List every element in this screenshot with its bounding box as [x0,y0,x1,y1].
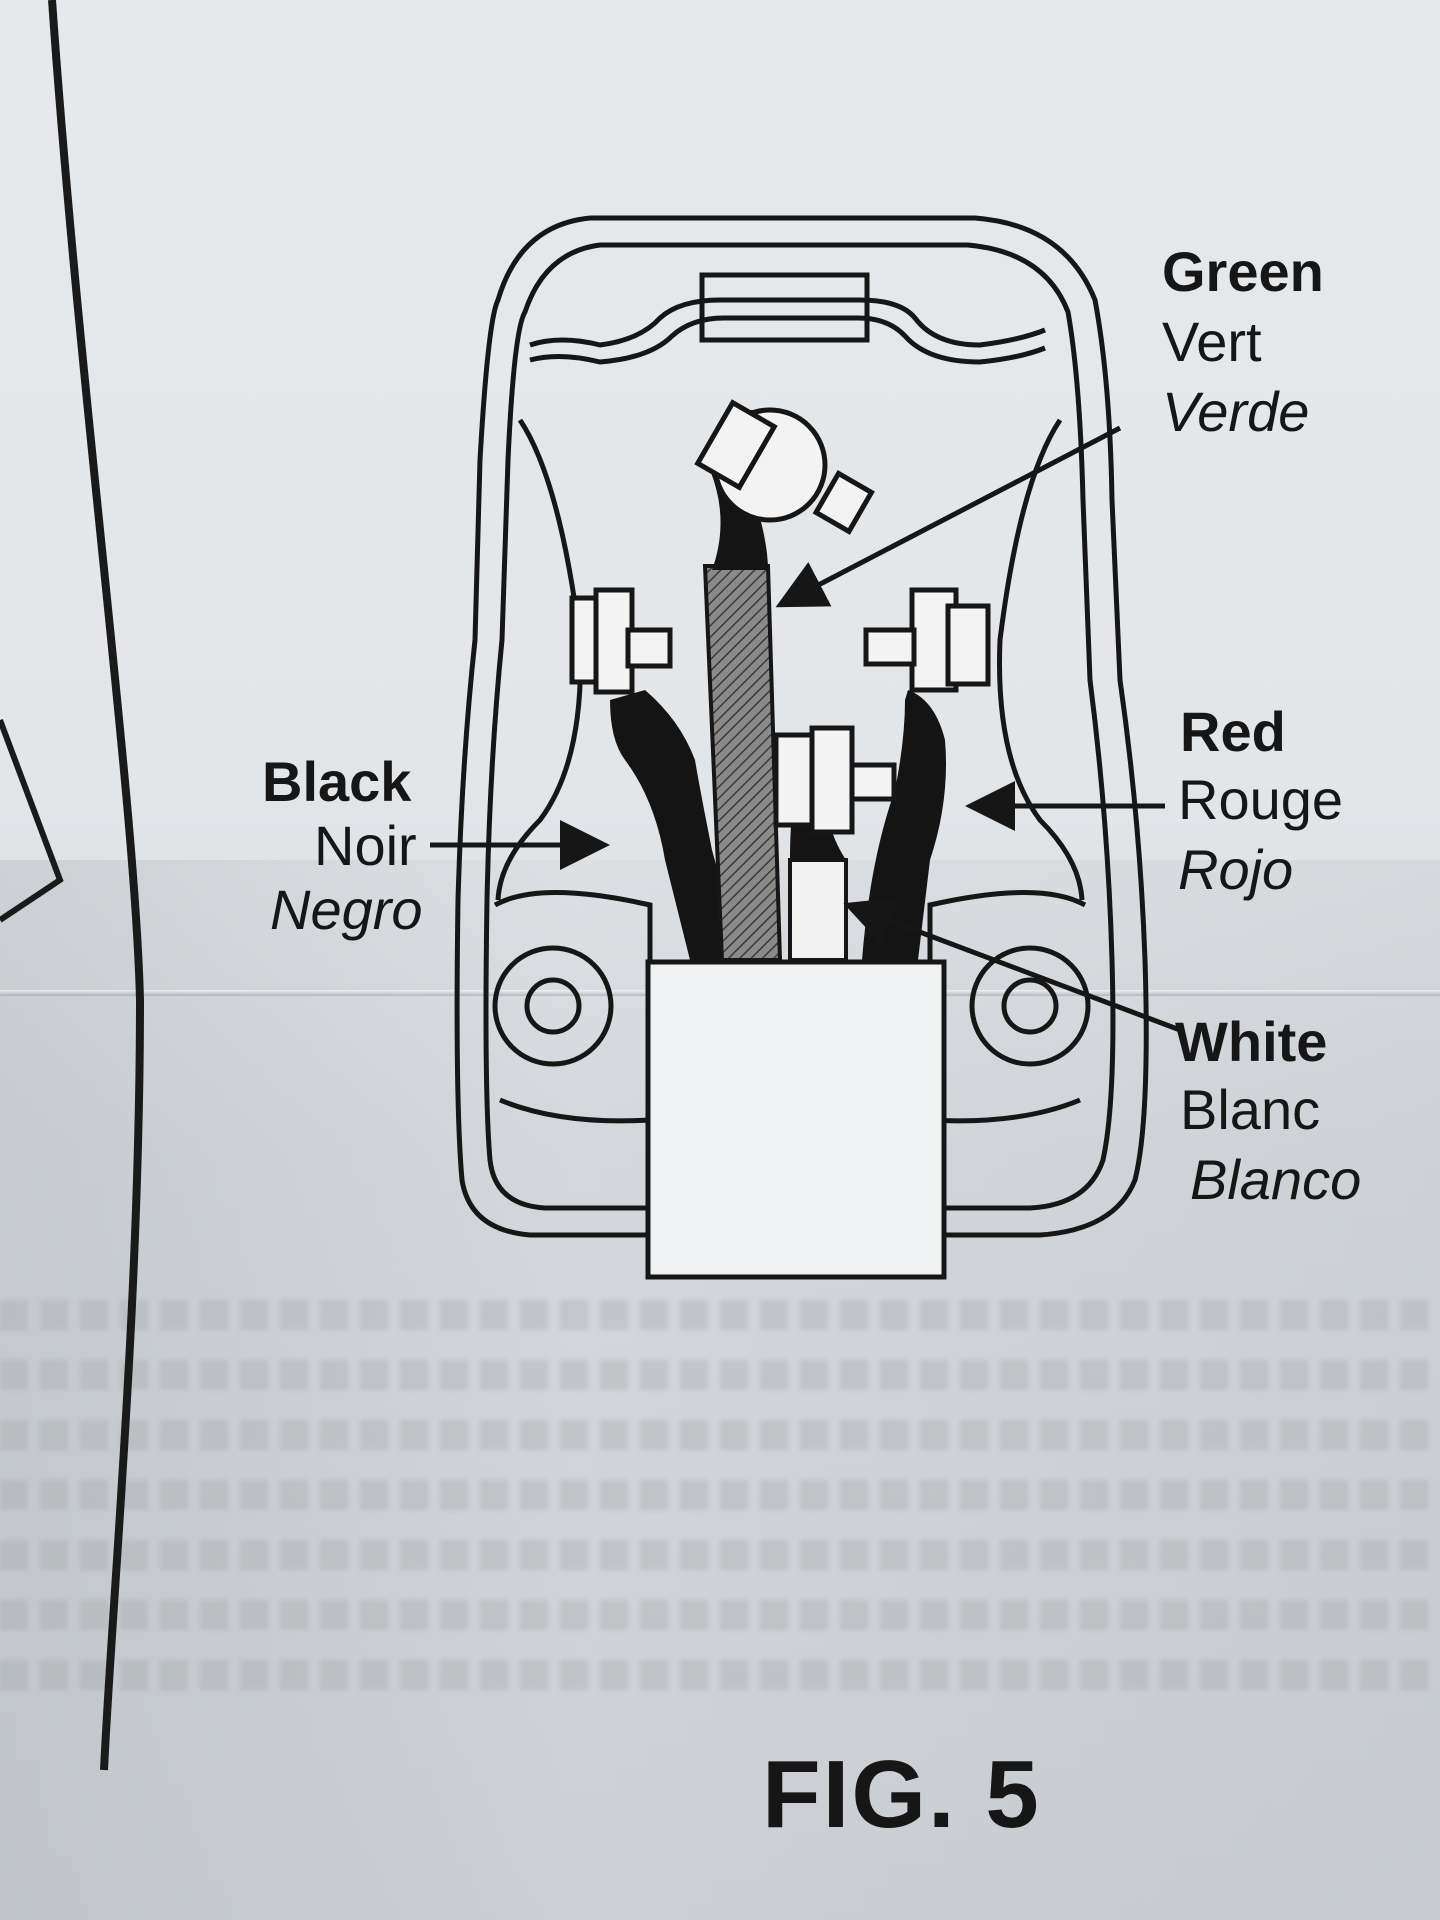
green-earth-terminal [694,399,875,535]
white-wire-terminal [773,725,897,835]
green-label-arrow [775,425,1122,608]
red-wire [862,690,946,960]
white-label-arrow [843,897,1181,1033]
left-mounting-post [492,945,614,1067]
black-label-english: Black [262,750,412,813]
page-margin-line [48,0,145,1771]
red-label-english: Red [1180,700,1286,763]
black-label-spanish: Negro [270,878,423,941]
green-label-spanish: Verde [1162,380,1310,443]
green-label-french: Vert [1162,310,1262,373]
cord-grip [645,959,947,1280]
white-wire [788,858,848,962]
green-label-english: Green [1162,240,1324,303]
red-label-french: Rouge [1178,768,1344,831]
figure-caption: FIG. 5 [762,1741,1041,1848]
black-wire [610,690,742,960]
bleed-through-text-line [0,1300,1440,1330]
bleed-through-text-line [0,1480,1440,1510]
black-wire-terminal [569,587,673,695]
left-edge-shape [0,718,64,923]
right-mounting-post [969,945,1091,1067]
white-label-spanish: Blanco [1190,1148,1362,1211]
bleed-through-text-line [0,1660,1440,1690]
black-label-french: Noir [314,814,417,877]
bleed-through-text-line [0,1420,1440,1450]
white-label-english: White [1175,1010,1328,1073]
bleed-through-text-line [0,1600,1440,1630]
bleed-through-text-line [0,1540,1440,1570]
white-label-french: Blanc [1180,1078,1321,1141]
red-wire-terminal [863,587,991,693]
red-label-spanish: Rojo [1178,838,1294,901]
bleed-through-text-line [0,1360,1440,1390]
